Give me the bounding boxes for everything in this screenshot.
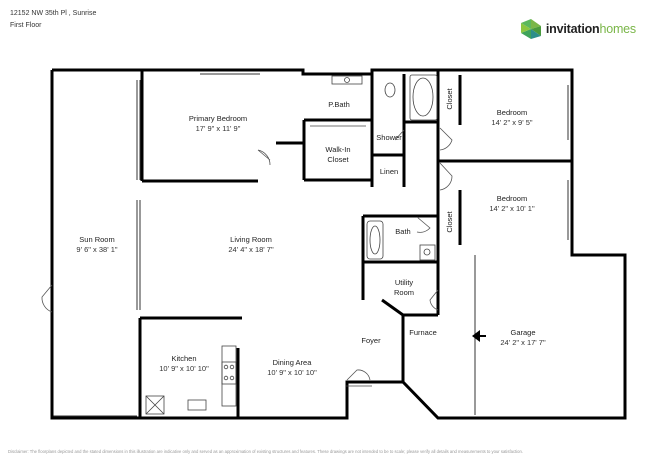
room-label-foyer: Foyer	[361, 336, 381, 345]
room-label-p-bath: P.Bath	[328, 100, 350, 109]
kitchen-sink-icon	[187, 399, 207, 411]
room-label-shower: Shower	[376, 133, 402, 142]
room-label-walk-in-closet: Walk-In Closet	[325, 145, 351, 164]
sink-icon	[331, 75, 363, 85]
brand-logo: invitationhomes	[520, 17, 636, 41]
property-address: 12152 NW 35th Pl , Sunrise	[10, 10, 97, 17]
disclaimer-text: Disclaimer: The floorplans depicted and …	[8, 449, 523, 454]
bath-sink-icon	[423, 248, 431, 256]
fridge-icon	[145, 395, 165, 415]
door-swings	[41, 127, 453, 381]
floor-label: First Floor	[10, 22, 42, 29]
invitation-homes-logo-icon	[520, 19, 541, 39]
kitchen-counter-icon	[221, 345, 237, 407]
bathtub-icon	[366, 220, 384, 260]
exterior-walls	[50, 68, 627, 420]
bath-vanity-icon	[419, 244, 436, 261]
brand-name: invitationhomes	[545, 22, 636, 36]
sink-basin-icon	[344, 77, 350, 83]
room-label-utility-room: Utility Room	[393, 278, 414, 297]
room-label-linen: Linen	[379, 167, 399, 176]
room-label-closet-2: Closet	[445, 211, 454, 233]
tub-oval-icon	[412, 77, 434, 117]
toilet-icon	[384, 82, 396, 98]
vanity-icon	[409, 74, 438, 121]
room-label-bath: Bath	[395, 227, 411, 236]
stove-icon	[221, 361, 237, 385]
fixtures	[145, 74, 438, 415]
bathtub-basin-icon	[369, 225, 381, 255]
room-label-furnace: Furnace	[409, 328, 437, 337]
room-label-closet-1: Closet	[445, 88, 454, 110]
garage-entry-arrow	[472, 330, 486, 342]
